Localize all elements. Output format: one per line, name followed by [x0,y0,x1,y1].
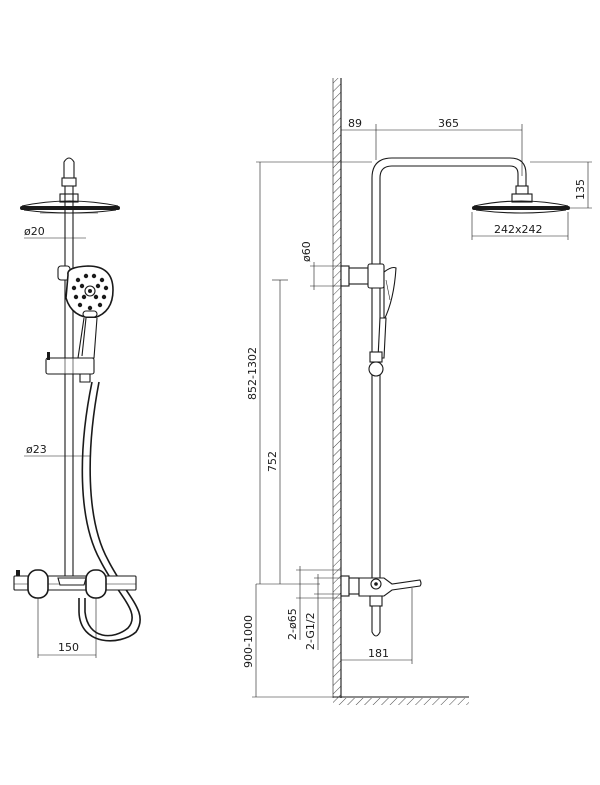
dim-arm-offset-label: 89 [348,117,362,130]
side-wall-bracket [340,263,385,289]
floor [333,696,469,705]
side-shower-arm-inner [379,165,519,186]
dim-inlet-thread: 2-G1/2 [304,574,341,650]
front-thermostatic-mixer [13,569,137,599]
dim-bar-length-label: 752 [266,451,279,472]
dim-arm-offset: 89 [341,117,377,160]
front-view: ø20 ø23 150 [13,157,141,658]
wall [332,78,342,698]
dim-mounting-height-label: 900-1000 [242,615,255,668]
dim-spout-projection-label: 181 [368,647,389,660]
dim-inlet-diameter-label: 2-ø65 [286,608,299,640]
dim-head-size: 242x242 [471,212,569,240]
dim-rod-diameter: ø20 [24,225,86,239]
dim-height-range-label: 852-1302 [246,347,259,400]
dim-mixer-centers: 150 [37,598,97,658]
front-hose [78,381,141,642]
dim-head-drop: 135 [530,161,592,209]
dim-arm-length-label: 365 [438,117,459,130]
dim-inlet-diameter: 2-ø65 [286,566,341,640]
dim-bar-diameter-label: ø23 [26,443,47,456]
side-view: 89 365 135 242x242 ø60 [242,78,592,705]
front-hand-shower [57,265,114,359]
side-slider [368,351,384,377]
dim-bracket-diameter-label: ø60 [300,241,313,262]
dim-bracket-diameter: ø60 [300,241,349,290]
dim-height-range: 852-1302 [246,161,372,585]
dim-mounting-height: 900-1000 [242,584,333,698]
dim-spout-projection: 181 [341,588,413,664]
dim-arm-length: 365 [376,117,523,176]
side-rain-head [472,185,570,214]
dim-mixer-centers-label: 150 [58,641,79,654]
dim-inlet-thread-label: 2-G1/2 [304,612,317,650]
dim-head-drop-label: 135 [574,179,587,200]
dim-bar-length: 752 [266,279,288,584]
side-hand-shower [377,266,397,359]
dim-bar-diameter: ø23 [24,443,90,457]
dim-rod-diameter-label: ø20 [24,225,45,238]
front-rod-cap [63,157,75,178]
side-mixer [340,575,422,637]
side-shower-arm-outer [371,157,527,186]
front-slide-bracket [45,352,95,383]
front-rain-head [20,193,120,214]
front-rod-joint [61,177,77,187]
dim-head-size-label: 242x242 [494,223,543,236]
